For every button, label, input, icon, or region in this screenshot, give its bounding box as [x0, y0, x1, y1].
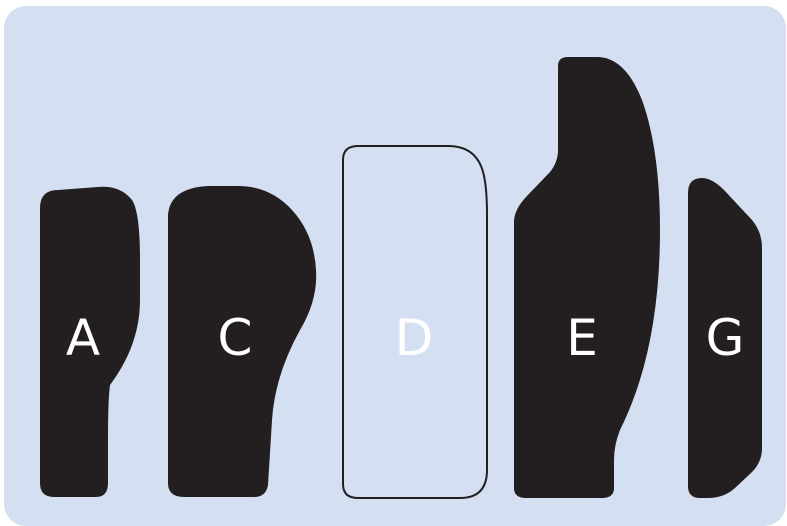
label-e: E: [566, 309, 598, 367]
label-a: A: [66, 309, 100, 367]
label-c: C: [218, 309, 253, 367]
shape-e: [514, 57, 660, 498]
label-d: D: [395, 309, 434, 367]
label-g: G: [706, 309, 745, 367]
